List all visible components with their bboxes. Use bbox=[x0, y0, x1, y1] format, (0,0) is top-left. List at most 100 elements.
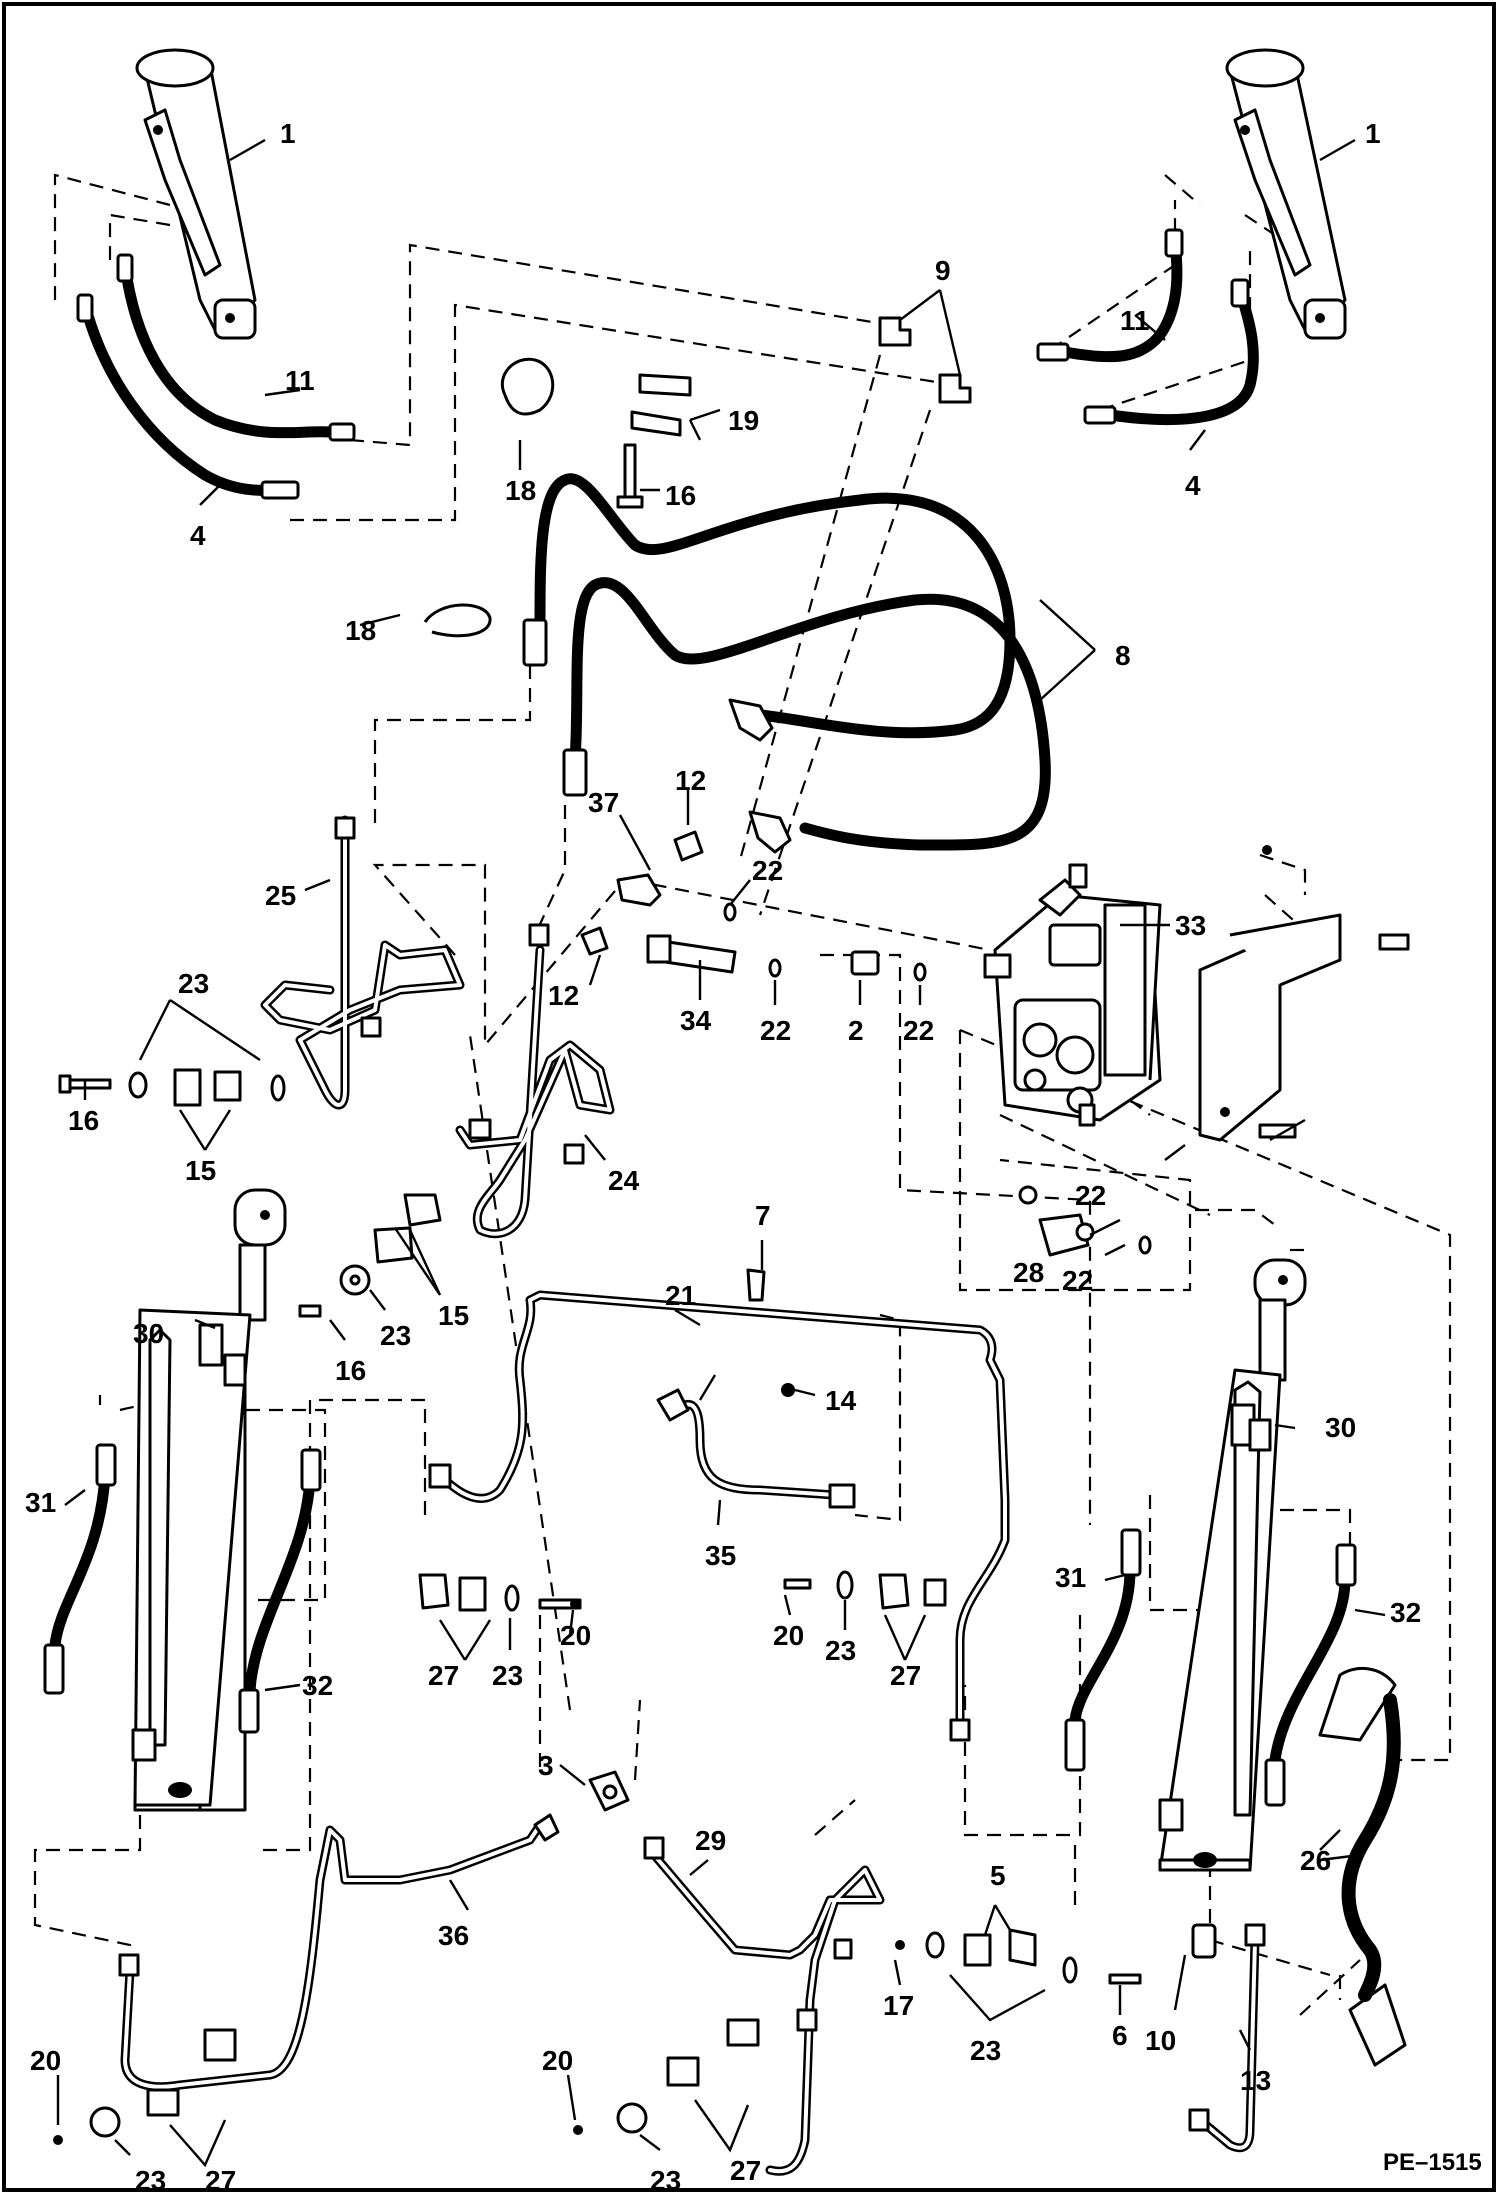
callout-26: 26 bbox=[1300, 1845, 1331, 1876]
callout-27: 27 bbox=[205, 2165, 236, 2194]
callout-2: 2 bbox=[848, 1015, 864, 1046]
tilt-hoses-left bbox=[43, 1443, 322, 1734]
fitting-2 bbox=[850, 950, 880, 976]
hose-26 bbox=[1318, 1666, 1407, 2067]
callout-28: 28 bbox=[1013, 1257, 1044, 1288]
callout-36: 36 bbox=[438, 1920, 469, 1951]
lift-cylinder-right bbox=[1225, 48, 1347, 340]
callout-27: 27 bbox=[428, 1660, 459, 1691]
callout-11: 11 bbox=[285, 365, 315, 396]
callout-34: 34 bbox=[680, 1005, 712, 1036]
callout-15: 15 bbox=[438, 1300, 469, 1331]
callout-10: 10 bbox=[1145, 2025, 1176, 2056]
callout-22: 22 bbox=[760, 1015, 791, 1046]
callout-23: 23 bbox=[380, 1320, 411, 1351]
callout-35: 35 bbox=[705, 1540, 736, 1571]
fitting-7 bbox=[746, 1268, 766, 1302]
bolt-16-top bbox=[616, 443, 644, 509]
callout-30: 30 bbox=[1325, 1412, 1356, 1443]
callout-37: 37 bbox=[588, 787, 619, 818]
callout-16: 16 bbox=[335, 1355, 366, 1386]
callout-14: 14 bbox=[825, 1385, 857, 1416]
clamp-set-bottom-right bbox=[895, 1928, 1142, 1985]
callout-31: 31 bbox=[1055, 1562, 1086, 1593]
o-rings-22 bbox=[723, 902, 1152, 1255]
lift-cylinder-left bbox=[135, 48, 257, 340]
clamp-set-bottom-left bbox=[53, 2028, 237, 2145]
valve-28 bbox=[1038, 1213, 1095, 1257]
callout-32: 32 bbox=[1390, 1597, 1421, 1628]
callout-4: 4 bbox=[190, 520, 206, 551]
callout-15: 15 bbox=[185, 1155, 216, 1186]
fitting-10 bbox=[1191, 1923, 1217, 1959]
callout-1: 1 bbox=[280, 118, 296, 149]
callout-8: 8 bbox=[1115, 640, 1131, 671]
callout-23: 23 bbox=[178, 968, 209, 999]
callout-33: 33 bbox=[1175, 910, 1206, 941]
callout-23: 23 bbox=[135, 2165, 166, 2194]
clamp-set-mid-left bbox=[418, 1573, 582, 1612]
tube-25 bbox=[260, 815, 465, 1110]
tee-3 bbox=[588, 1770, 630, 1812]
clamp-set-mid-right bbox=[783, 1570, 947, 1610]
callout-22: 22 bbox=[752, 855, 783, 886]
callout-23: 23 bbox=[492, 1660, 523, 1691]
tube-35 bbox=[656, 1388, 856, 1509]
callout-1: 1 bbox=[1365, 118, 1381, 149]
callout-20: 20 bbox=[542, 2045, 573, 2076]
callout-7: 7 bbox=[755, 1200, 771, 1231]
callout-20: 20 bbox=[30, 2045, 61, 2076]
callout-23: 23 bbox=[650, 2165, 681, 2194]
tube-29 bbox=[643, 1836, 885, 2176]
figure-code: PE–1515 bbox=[1383, 2149, 1482, 2176]
nut-14 bbox=[781, 1383, 795, 1397]
callout-23: 23 bbox=[970, 2035, 1001, 2066]
callout-13: 13 bbox=[1240, 2065, 1271, 2096]
clamp-set-bottom-center bbox=[573, 2018, 760, 2135]
callout-21: 21 bbox=[665, 1280, 696, 1311]
tilt-hoses-right bbox=[1064, 1528, 1357, 1807]
callout-32: 32 bbox=[302, 1670, 333, 1701]
cap-12-top bbox=[673, 830, 704, 862]
callout-16: 16 bbox=[68, 1105, 99, 1136]
relief-valve-34 bbox=[646, 934, 737, 974]
callout-25: 25 bbox=[265, 880, 296, 911]
control-valve-33 bbox=[983, 863, 1162, 1127]
callout-31: 31 bbox=[25, 1487, 56, 1518]
fitting-37 bbox=[616, 873, 662, 907]
tube-36 bbox=[118, 1813, 560, 2092]
cap-12-mid bbox=[580, 926, 609, 956]
tube-21 bbox=[428, 1290, 1010, 1742]
clamp-set-left-mid bbox=[298, 1193, 442, 1318]
tilt-cylinder-right bbox=[1158, 1258, 1307, 1872]
callout-19: 19 bbox=[728, 405, 759, 436]
callout-3: 3 bbox=[538, 1750, 554, 1781]
callout-12: 12 bbox=[548, 980, 579, 1011]
callout-18: 18 bbox=[345, 615, 376, 646]
callout-30: 30 bbox=[133, 1318, 164, 1349]
callout-23: 23 bbox=[825, 1635, 856, 1666]
callout-12: 12 bbox=[675, 765, 706, 796]
hose-clamp-18-top bbox=[500, 357, 555, 416]
lift-hoses-left bbox=[76, 253, 356, 500]
callout-20: 20 bbox=[560, 1620, 591, 1651]
tube-24 bbox=[455, 923, 615, 1239]
callout-17: 17 bbox=[883, 1990, 914, 2021]
clip-19 bbox=[630, 373, 692, 437]
callout-24: 24 bbox=[608, 1165, 640, 1196]
callout-5: 5 bbox=[990, 1860, 1006, 1891]
callout-22: 22 bbox=[1075, 1180, 1106, 1211]
leader-lines bbox=[56, 138, 1386, 2168]
callout-11: 11 bbox=[1120, 305, 1150, 336]
callout-22: 22 bbox=[903, 1015, 934, 1046]
callout-20: 20 bbox=[773, 1620, 804, 1651]
callout-29: 29 bbox=[695, 1825, 726, 1856]
tilt-cylinder-left bbox=[131, 1188, 287, 1812]
callout-16: 16 bbox=[665, 480, 696, 511]
callout-labels: 1 1 2 3 4 4 5 6 7 8 9 10 11 11 12 12 13 … bbox=[25, 118, 1421, 2194]
callout-27: 27 bbox=[730, 2155, 761, 2186]
main-hoses-8 bbox=[522, 473, 1051, 854]
